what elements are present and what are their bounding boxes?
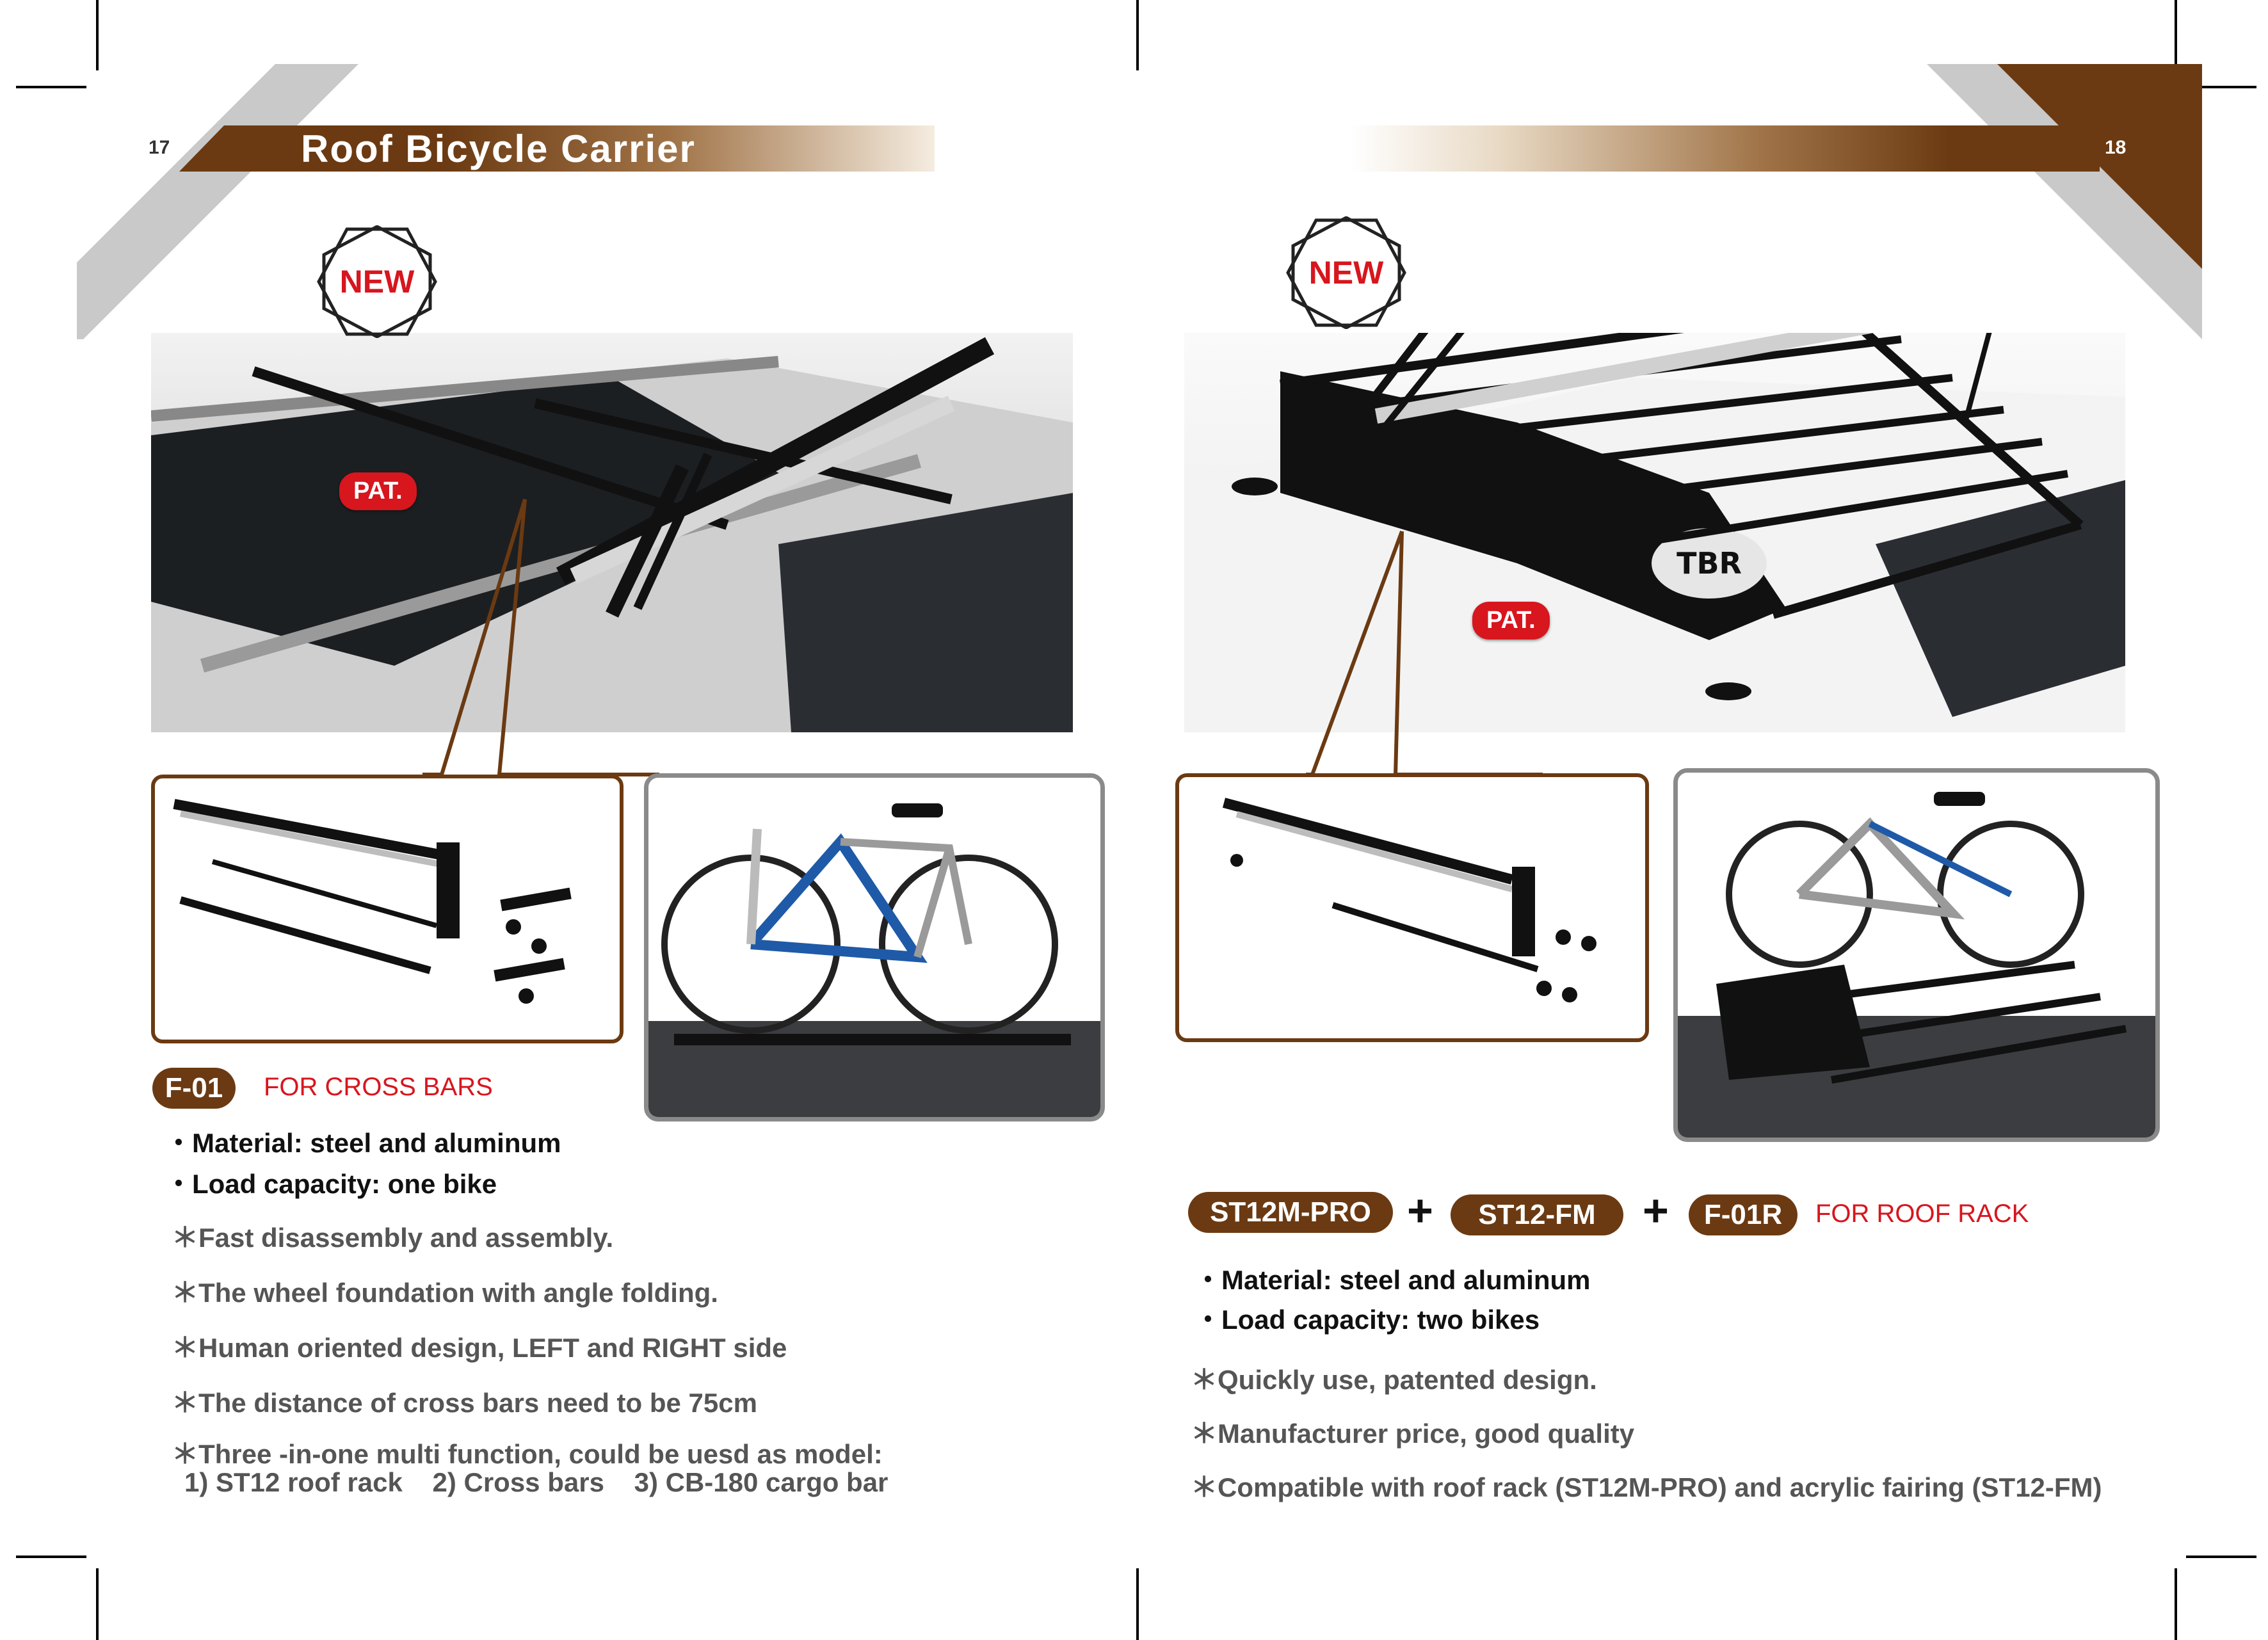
spec-material: ・Material: steel and aluminum [1194,1265,1591,1295]
carrier-detail-photo [151,775,623,1043]
new-badge: NEW [1285,216,1407,330]
page-number: 18 [2105,137,2127,158]
feature-item: ＊Manufacturer price, good quality [1191,1419,1635,1449]
title-text: Roof Bicycle Carrier [301,127,696,170]
feature-item: ＊Fast disassembly and assembly. [172,1223,614,1253]
crop-mark [2186,86,2256,88]
page-title: Roof Bicycle Carrier [179,125,935,172]
crop-mark [2186,1556,2256,1558]
crop-mark [96,1568,99,1640]
bike-illustration [648,803,1100,1117]
bike-mounted-photo [644,773,1105,1121]
spec-load-capacity: ・Load capacity: two bikes [1194,1305,1540,1335]
spec-material: ・Material: steel and aluminum [165,1128,561,1158]
tbr-logo-text: TBR [1677,546,1742,581]
model-badge-st12m-pro: ST12M-PRO [1188,1192,1393,1233]
header-diagonal-band [1927,64,2202,339]
plus-sign: + [1643,1186,1669,1235]
crop-mark [96,0,99,70]
feature-item: ＊Quickly use, patented design. [1191,1365,1597,1395]
new-badge-label: NEW [1308,255,1384,291]
crop-mark [2175,0,2177,70]
pat-badge: PAT. [1472,602,1550,639]
page-header-bar [1351,125,2100,172]
feature-item: ＊The distance of cross bars need to be 7… [172,1388,757,1418]
crop-mark [1136,1568,1139,1640]
roof-rack-photo: TBR [1184,333,2125,732]
callout-line [422,499,659,776]
header-diagonal-band [77,64,358,339]
new-badge: NEW [316,225,438,339]
crop-mark [2175,1568,2177,1640]
hexagon-icon [317,225,437,339]
crop-mark [16,86,86,88]
bike-mounted-photo [1673,768,2160,1142]
roof-rack-illustration: TBR [1184,333,2125,732]
model-note: FOR CROSS BARS [264,1073,493,1101]
feature-sub-item: 1) ST12 roof rack 2) Cross bars 3) CB-18… [184,1467,889,1497]
feature-item: ＊Compatible with roof rack (ST12M-PRO) a… [1191,1472,2102,1502]
feature-item: ＊The wheel foundation with angle folding… [172,1278,718,1308]
model-badge-f01: F-01 [152,1068,236,1109]
spec-load-capacity: ・Load capacity: one bike [165,1169,497,1199]
model-badge-st12-fm: ST12-FM [1451,1194,1623,1235]
model-badge-f01r: F-01R [1689,1194,1798,1235]
bike-illustration [1678,792,2155,1138]
roof-carrier-photo [151,333,1073,732]
page-number: 17 [149,137,170,158]
carrier-detail-photo [1175,773,1649,1042]
plus-sign: + [1407,1186,1433,1235]
crop-mark [16,1556,86,1558]
carrier-parts-illustration [1222,798,1596,1002]
model-note: FOR ROOF RACK [1815,1200,2029,1228]
crop-mark [1136,0,1139,70]
callout-line [1306,530,1543,776]
carrier-parts-illustration [173,799,572,1004]
feature-item: ＊Human oriented design, LEFT and RIGHT s… [172,1333,787,1363]
car-roof-illustration [151,337,1073,732]
new-badge-label: NEW [339,264,415,300]
pat-badge: PAT. [339,472,417,510]
feature-item: ＊Three -in-one multi function, could be … [172,1439,883,1469]
hexagon-icon [1286,216,1406,330]
